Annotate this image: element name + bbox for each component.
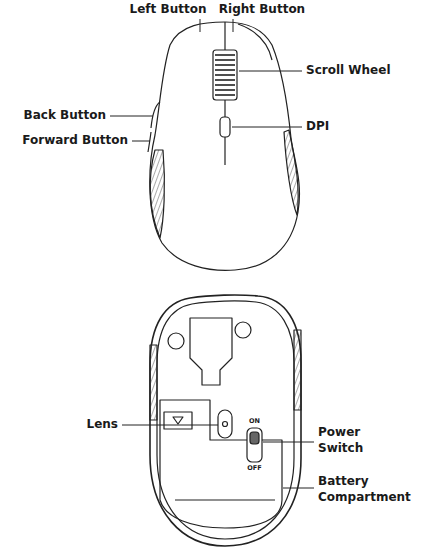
forward-button-shape [148,132,151,152]
switch-marking: OFF [247,465,261,472]
power-switch-knob [250,432,259,444]
part-label: Forward Button [22,133,128,149]
side-grip-right [294,330,301,410]
lens [164,412,192,429]
mouse-foot [168,333,184,349]
power-switch [247,428,262,462]
wheel-rib [215,59,235,61]
wheel-rib [215,64,235,66]
bottom-recess [190,318,232,385]
battery-cover-grip [175,499,275,500]
part-label: Battery Compartment [318,474,418,505]
part-label: Scroll Wheel [306,63,391,79]
wheel-rib [215,79,235,81]
mouse-top-outline [150,22,300,270]
mouse-foot [235,322,251,338]
sensor-dot [223,422,228,427]
mouse-bottom-inner-rim [157,301,294,539]
leader-line [232,127,302,128]
lens-arrow [173,417,183,424]
button-split-line [224,137,225,165]
switch-marking: ON [249,418,260,425]
part-label: Lens [87,417,118,433]
leader-line [233,19,234,32]
leader-line [283,488,314,489]
leader-line [122,425,218,426]
wheel-rib [215,84,235,86]
part-label: Back Button [24,108,106,124]
part-label: Left Button [130,2,207,18]
side-grip-left [150,150,164,238]
leader-line [110,116,153,117]
side-grip-right [284,130,298,215]
button-split-line [224,100,225,117]
leader-line [132,141,150,142]
leader-line [239,71,302,72]
part-label: Power Switch [318,425,380,456]
sensor-window [218,410,232,438]
button-seam [238,24,272,60]
back-button-shape [151,102,160,128]
leader-line [263,442,314,443]
scroll-wheel-ribs [215,55,235,95]
battery-compartment-cover [160,400,282,528]
part-label: Right Button [219,2,305,18]
dpi-button [220,117,230,137]
mouse-bottom-outline [150,295,301,546]
wheel-rib [215,74,235,76]
scroll-wheel [213,50,237,100]
wheel-rib [215,54,235,56]
side-grip-left [150,345,157,420]
button-split-line [224,22,225,50]
wheel-rib [215,69,235,71]
leader-line [200,19,201,32]
wheel-rib [215,89,235,91]
part-label: DPI [306,119,329,135]
wheel-rib [215,94,235,96]
